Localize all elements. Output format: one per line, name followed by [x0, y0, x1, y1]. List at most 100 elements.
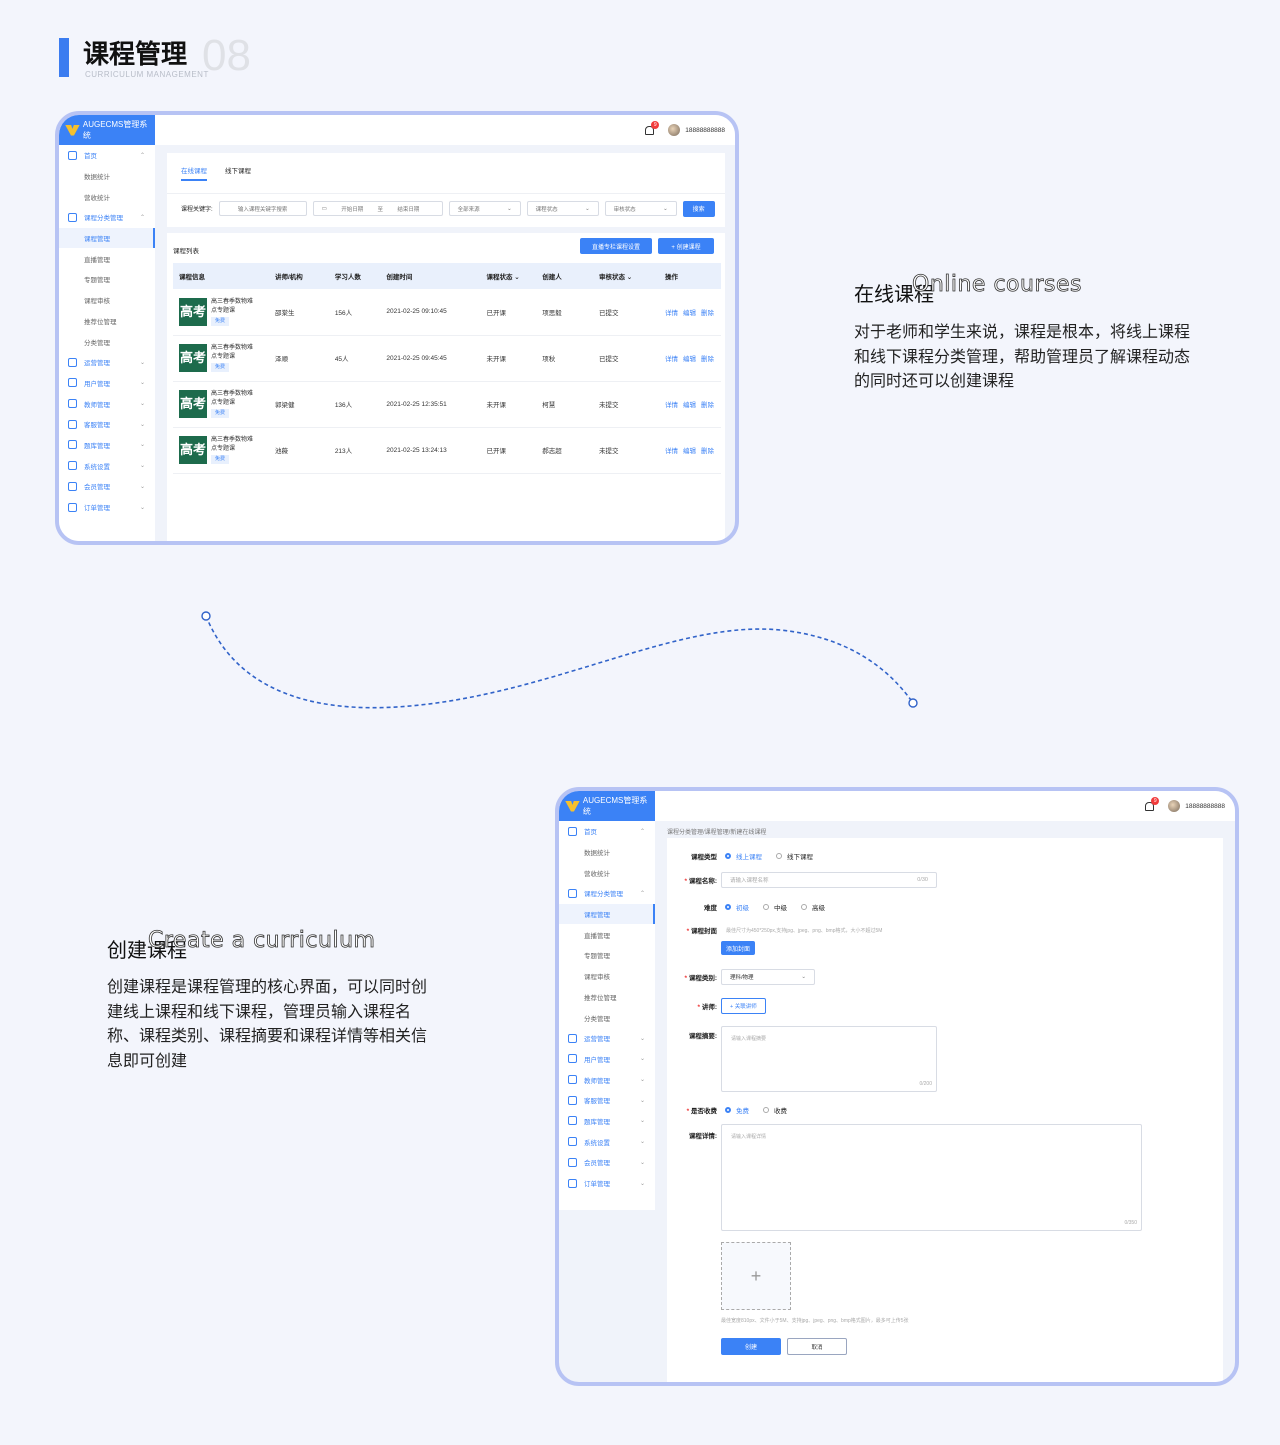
delete-link[interactable]: 删除: [701, 402, 715, 409]
user-menu[interactable]: 18888888888: [1168, 800, 1225, 812]
sidebar-item[interactable]: 数据统计: [559, 842, 655, 863]
sidebar-item[interactable]: 会员管理⌄: [559, 1152, 655, 1173]
sidebar-item[interactable]: 营收统计: [559, 862, 655, 883]
chevron-down-icon[interactable]: ⌄: [139, 421, 145, 428]
add-cover-button[interactable]: 添加封面: [721, 941, 756, 955]
chevron-down-icon[interactable]: ⌄: [639, 1097, 645, 1104]
course-name[interactable]: 高三春季数物难点专题课: [211, 437, 254, 452]
sidebar-item[interactable]: 首页⌃: [59, 145, 155, 166]
radio-beginner[interactable]: [725, 904, 731, 910]
sidebar-item[interactable]: 课程分类管理⌃: [59, 207, 155, 228]
detail-link[interactable]: 详情: [665, 402, 679, 409]
chevron-down-icon[interactable]: ⌄: [639, 1056, 645, 1063]
sidebar-item[interactable]: 首页⌃: [559, 821, 655, 842]
sidebar-item[interactable]: 用户管理⌄: [559, 1049, 655, 1070]
detail-link[interactable]: 详情: [665, 448, 679, 455]
sidebar-item[interactable]: 专题管理: [559, 945, 655, 966]
sidebar-item[interactable]: 客服管理⌄: [559, 1090, 655, 1111]
live-column-settings-button[interactable]: 直播专栏课程设置: [580, 238, 652, 254]
date-range-picker[interactable]: ▭开始日期至结束日期: [312, 201, 443, 216]
sidebar-item[interactable]: 课程分类管理⌃: [559, 883, 655, 904]
radio-paid[interactable]: [763, 1107, 769, 1113]
sidebar-item[interactable]: 课程审核: [559, 966, 655, 987]
chevron-down-icon[interactable]: ⌄: [639, 1159, 645, 1166]
edit-link[interactable]: 编辑: [683, 309, 697, 317]
sidebar-item[interactable]: 数据统计: [59, 166, 155, 187]
sidebar-item[interactable]: 题库管理⌄: [559, 1111, 655, 1132]
chevron-down-icon[interactable]: ⌄: [139, 401, 145, 408]
sidebar-item[interactable]: 营收统计: [59, 186, 155, 207]
sidebar-item[interactable]: 推荐位管理: [59, 311, 155, 332]
course-name[interactable]: 高三春季数物难点专题课: [211, 299, 254, 314]
sidebar-item[interactable]: 题库管理⌄: [59, 435, 155, 456]
sidebar-item[interactable]: 订单管理⌄: [59, 497, 155, 518]
course-name[interactable]: 高三春季数物难点专题课: [211, 345, 254, 360]
chevron-down-icon[interactable]: ⌄: [139, 380, 145, 387]
sidebar-item[interactable]: 系统设置⌄: [559, 1131, 655, 1152]
edit-link[interactable]: 编辑: [683, 402, 697, 409]
sidebar-item[interactable]: 课程管理: [559, 903, 655, 925]
chevron-up-icon[interactable]: ⌃: [139, 152, 145, 159]
chevron-down-icon[interactable]: ⌄: [139, 483, 145, 490]
sidebar-item[interactable]: 教师管理⌄: [559, 1069, 655, 1090]
detail-link[interactable]: 详情: [665, 356, 679, 363]
chevron-down-icon[interactable]: ⌄: [639, 1035, 645, 1042]
sidebar-item[interactable]: 客服管理⌄: [59, 414, 155, 435]
user-menu[interactable]: 18888888888: [668, 124, 725, 136]
delete-link[interactable]: 删除: [701, 448, 715, 455]
source-select[interactable]: 全部来源⌄: [448, 201, 521, 216]
chevron-up-icon[interactable]: ⌃: [639, 890, 645, 897]
column-header[interactable]: 课程状态 ⌄: [480, 263, 537, 289]
create-course-button[interactable]: + 创建课程: [658, 238, 714, 254]
review-status-select[interactable]: 审核状态⌄: [604, 201, 677, 216]
link-teacher-button[interactable]: + 关联讲师: [721, 998, 766, 1014]
sidebar-item[interactable]: 教师管理⌄: [59, 393, 155, 414]
radio-advanced[interactable]: [801, 904, 807, 910]
sidebar-item[interactable]: 运营管理⌄: [59, 352, 155, 373]
column-header[interactable]: 审核状态 ⌄: [592, 263, 660, 289]
chevron-down-icon[interactable]: ⌄: [139, 359, 145, 366]
image-upload-plus-icon[interactable]: +: [721, 1242, 791, 1310]
keyword-input[interactable]: 输入课程关键字搜索: [218, 201, 307, 216]
edit-link[interactable]: 编辑: [683, 448, 697, 455]
sidebar-item[interactable]: 用户管理⌄: [59, 373, 155, 394]
chevron-down-icon[interactable]: ⌄: [139, 463, 145, 470]
sidebar-item[interactable]: 运营管理⌄: [559, 1028, 655, 1049]
category-select[interactable]: 理科/物理⌄: [721, 969, 815, 985]
sidebar-item[interactable]: 专题管理: [59, 269, 155, 290]
edit-link[interactable]: 编辑: [683, 356, 697, 363]
create-button[interactable]: 创建: [721, 1338, 781, 1355]
chevron-down-icon[interactable]: ⌄: [639, 1118, 645, 1125]
chevron-up-icon[interactable]: ⌃: [639, 828, 645, 835]
sidebar-item[interactable]: 直播管理: [559, 924, 655, 945]
chevron-down-icon[interactable]: ⌄: [639, 1180, 645, 1187]
detail-link[interactable]: 详情: [665, 309, 679, 317]
delete-link[interactable]: 删除: [701, 309, 715, 317]
sidebar-item[interactable]: 分类管理: [59, 331, 155, 352]
sidebar-item[interactable]: 课程管理: [59, 227, 155, 249]
sidebar-item[interactable]: 推荐位管理: [559, 987, 655, 1008]
chevron-down-icon[interactable]: ⌄: [639, 1139, 645, 1146]
tab-offline-course[interactable]: 线下课程: [225, 168, 251, 175]
bell-icon[interactable]: 9: [1145, 796, 1160, 811]
cancel-button[interactable]: 取消: [787, 1338, 847, 1355]
sidebar-item[interactable]: 系统设置⌄: [59, 455, 155, 476]
radio-offline[interactable]: [776, 853, 782, 859]
chevron-down-icon[interactable]: ⌄: [139, 442, 145, 449]
sidebar-item[interactable]: 直播管理: [59, 248, 155, 269]
delete-link[interactable]: 删除: [701, 356, 715, 363]
chevron-up-icon[interactable]: ⌃: [139, 214, 145, 221]
sidebar-item[interactable]: 会员管理⌄: [59, 476, 155, 497]
sidebar-item[interactable]: 课程审核: [59, 290, 155, 311]
radio-online[interactable]: [725, 853, 731, 859]
bell-icon[interactable]: 9: [645, 120, 660, 135]
search-button[interactable]: 搜索: [682, 200, 715, 217]
chevron-down-icon[interactable]: ⌄: [639, 1077, 645, 1084]
sidebar-item[interactable]: 分类管理: [559, 1007, 655, 1028]
sidebar-item[interactable]: 订单管理⌄: [559, 1173, 655, 1194]
course-name[interactable]: 高三春季数物难点专题课: [211, 391, 254, 406]
chevron-down-icon[interactable]: ⌄: [139, 504, 145, 511]
